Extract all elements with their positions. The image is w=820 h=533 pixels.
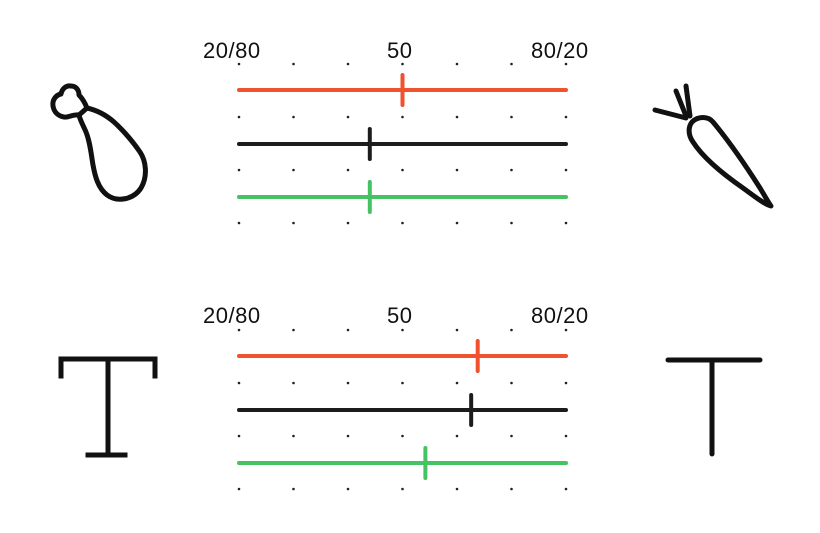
grid-dot: [455, 434, 459, 438]
grid-dot: [346, 328, 350, 332]
grid-dot: [564, 62, 568, 66]
grid-dot: [237, 487, 241, 491]
grid-dot: [401, 168, 404, 172]
grid-dot: [510, 328, 513, 332]
grid-dot: [237, 381, 241, 385]
slider-tracks: [237, 339, 568, 480]
grid-dot: [510, 487, 513, 491]
grid-dot: [292, 434, 295, 438]
grid-dot: [292, 62, 295, 66]
panel-typeface: 20/80 50 80/20: [0, 266, 820, 532]
scale-label-left: 20/80: [203, 303, 261, 328]
grid-dot: [455, 221, 459, 225]
sans-t-icon: [665, 357, 763, 457]
grid-dot: [510, 381, 513, 385]
grid-dot: [292, 168, 295, 172]
grid-dot: [510, 434, 513, 438]
grid-dot: [510, 62, 513, 66]
carrot-icon: [652, 83, 774, 209]
grid-dot: [346, 62, 350, 66]
grid-dot: [237, 115, 241, 119]
serif-t-icon: [58, 356, 158, 458]
dot-grid: [237, 328, 568, 491]
grid-dot: [564, 487, 568, 491]
chicken-drumstick-icon: [50, 83, 148, 202]
grid-dot: [455, 328, 459, 332]
grid-dot: [346, 115, 350, 119]
grid-dot: [346, 381, 350, 385]
panel-food: 20/80 50 80/20: [0, 0, 820, 266]
scale-label-right: 80/20: [531, 303, 589, 328]
grid-dot: [401, 62, 404, 66]
grid-dot: [292, 381, 295, 385]
slider-group: [237, 328, 568, 491]
scale-label-center: 50: [387, 303, 413, 328]
grid-dot: [455, 168, 459, 172]
grid-dot: [564, 328, 568, 332]
grid-dot: [564, 168, 568, 172]
grid-dot: [510, 168, 513, 172]
grid-dot: [510, 221, 513, 225]
grid-dot: [455, 381, 459, 385]
grid-dot: [510, 115, 513, 119]
grid-dot: [346, 487, 350, 491]
grid-dot: [237, 168, 241, 172]
grid-dot: [346, 168, 350, 172]
slider-group: [237, 62, 568, 225]
slider-tracks: [237, 73, 568, 214]
grid-dot: [292, 115, 295, 119]
grid-dot: [292, 487, 295, 491]
grid-dot: [346, 434, 350, 438]
grid-dot: [455, 62, 459, 66]
grid-dot: [564, 381, 568, 385]
grid-dot: [564, 434, 568, 438]
grid-dot: [346, 221, 350, 225]
grid-dot: [564, 115, 568, 119]
grid-dot: [237, 328, 241, 332]
scale-label-center: 50: [387, 38, 413, 63]
grid-dot: [401, 328, 404, 332]
dot-grid: [237, 62, 568, 225]
scale-label-right: 80/20: [531, 38, 589, 63]
grid-dot: [237, 221, 241, 225]
grid-dot: [292, 221, 295, 225]
grid-dot: [401, 221, 404, 225]
grid-dot: [292, 328, 295, 332]
grid-dot: [455, 115, 459, 119]
grid-dot: [401, 487, 404, 491]
grid-dot: [564, 221, 568, 225]
grid-dot: [401, 434, 404, 438]
grid-dot: [237, 434, 241, 438]
grid-dot: [455, 487, 459, 491]
grid-dot: [401, 115, 404, 119]
grid-dot: [401, 381, 404, 385]
grid-dot: [237, 62, 241, 66]
scale-label-left: 20/80: [203, 38, 261, 63]
